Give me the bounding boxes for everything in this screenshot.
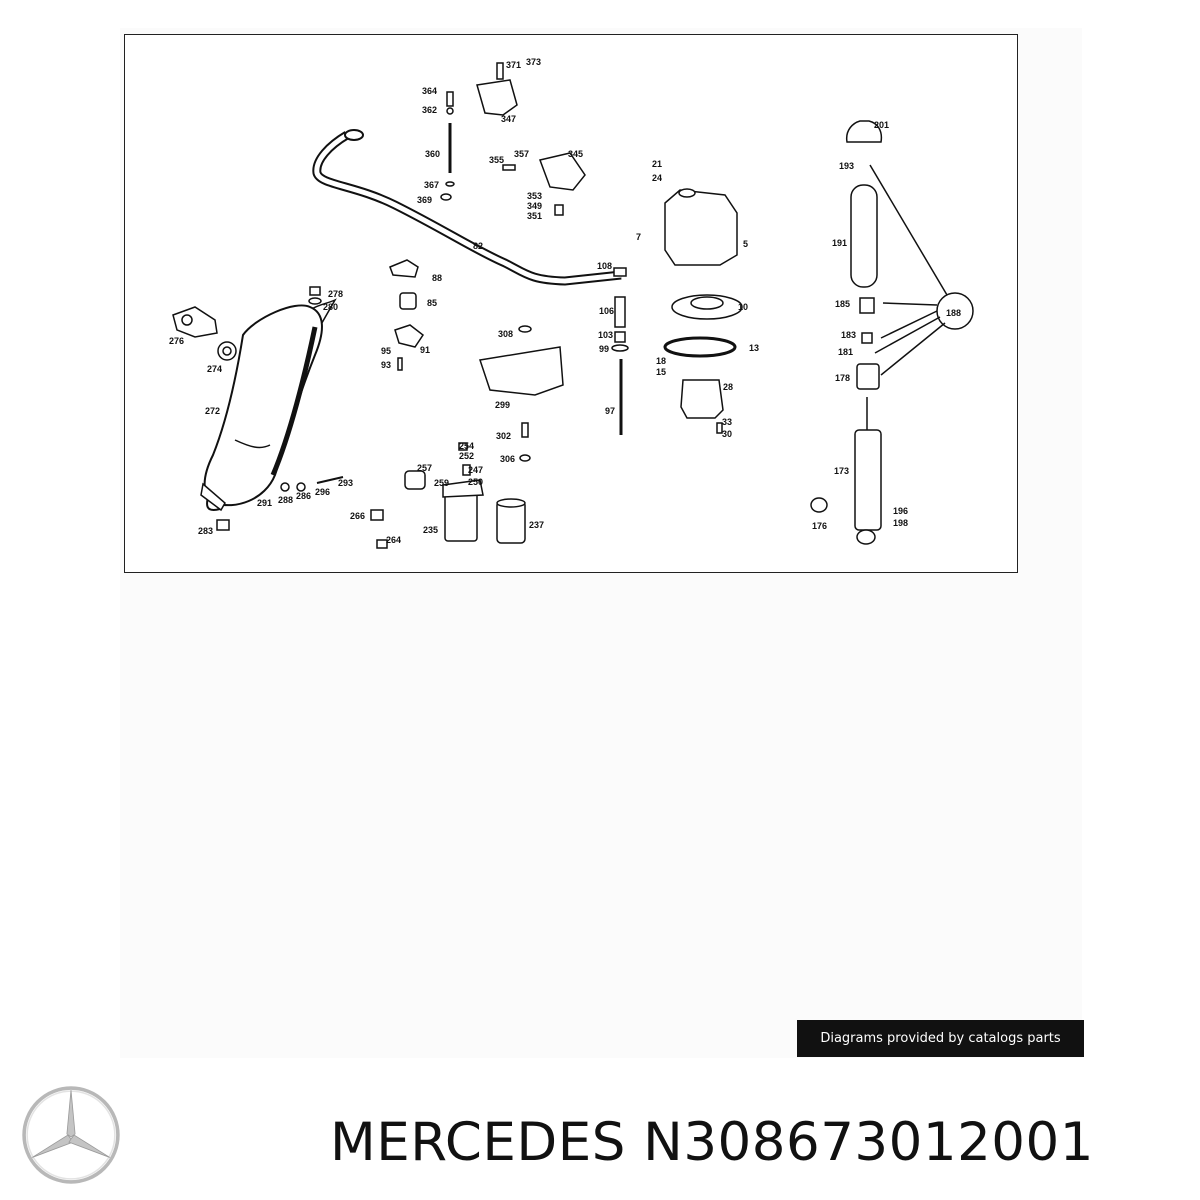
callout-label: 181: [838, 347, 853, 357]
callout-label: 351: [527, 211, 542, 221]
callout-label: 276: [169, 336, 184, 346]
callout-label: 13: [749, 343, 759, 353]
callout-label: 367: [424, 180, 439, 190]
callout-label: 291: [257, 498, 272, 508]
exploded-view-drawing: 371 373 364 362 347 360 355 357 345 367 …: [169, 57, 974, 549]
callout-label: 235: [423, 525, 438, 535]
callout-label: 274: [207, 364, 222, 374]
callout-label: 201: [874, 120, 889, 130]
callout-label: 360: [425, 149, 440, 159]
callout-label: 250: [468, 477, 483, 487]
callout-label: 257: [417, 463, 432, 473]
callout-label: 296: [315, 487, 330, 497]
callout-label: 237: [529, 520, 544, 530]
callout-label: 308: [498, 329, 513, 339]
callout-label: 302: [496, 431, 511, 441]
callout-label: 286: [296, 491, 311, 501]
callout-label: 345: [568, 149, 583, 159]
pump-shape: [172, 306, 237, 361]
callout-label: 108: [597, 261, 612, 271]
callout-label: 347: [501, 114, 516, 124]
callout-label: 106: [599, 306, 614, 316]
callout-label: 247: [468, 465, 483, 475]
callout-label: 191: [832, 238, 847, 248]
callout-label: 278: [328, 289, 343, 299]
mercedes-star-logo-icon: [22, 1086, 120, 1184]
callout-label: 280: [323, 302, 338, 312]
callout-label: 176: [812, 521, 827, 531]
callout-label: 349: [527, 201, 542, 211]
callout-label: 293: [338, 478, 353, 488]
callout-label: 193: [839, 161, 854, 171]
shock-absorber-shape: [810, 120, 974, 545]
callout-label: 355: [489, 155, 504, 165]
callout-label: 188: [946, 308, 961, 318]
filter-shape: [216, 442, 526, 549]
bolt-shape: [611, 267, 629, 435]
bracket-shape: [479, 325, 564, 462]
callout-label: 183: [841, 330, 856, 340]
callout-label: 18: [656, 356, 666, 366]
callout-labels: 371 373 364 362 347 360 355 357 345 367 …: [169, 57, 961, 545]
callout-label: 82: [473, 241, 483, 251]
callout-label: 353: [527, 191, 542, 201]
callout-label: 91: [420, 345, 430, 355]
callout-label: 178: [835, 373, 850, 383]
callout-label: 264: [386, 535, 401, 545]
spring-mount-shape: [663, 188, 743, 434]
callout-label: 252: [459, 451, 474, 461]
callout-label: 357: [514, 149, 529, 159]
callout-label: 283: [198, 526, 213, 536]
callout-label: 373: [526, 57, 541, 67]
callout-label: 306: [500, 454, 515, 464]
callout-label: 369: [417, 195, 432, 205]
callout-label: 364: [422, 86, 437, 96]
callout-label: 99: [599, 344, 609, 354]
callout-label: 362: [422, 105, 437, 115]
callout-label: 97: [605, 406, 615, 416]
diagram-credit-badge: Diagrams provided by catalogs parts: [797, 1020, 1084, 1057]
part-title: MERCEDES N308673012001: [330, 1112, 1094, 1173]
callout-label: 5: [743, 239, 748, 249]
callout-label: 103: [598, 330, 613, 340]
valve-shape: [440, 62, 586, 216]
callout-label: 15: [656, 367, 666, 377]
callout-label: 196: [893, 506, 908, 516]
callout-label: 254: [459, 441, 474, 451]
callout-label: 93: [381, 360, 391, 370]
callout-label: 21: [652, 159, 662, 169]
callout-label: 198: [893, 518, 908, 528]
callout-label: 85: [427, 298, 437, 308]
callout-label: 88: [432, 273, 442, 283]
callout-label: 259: [434, 478, 449, 488]
accumulator-shape: [200, 298, 337, 512]
callout-label: 33: [722, 417, 732, 427]
callout-label: 371: [506, 60, 521, 70]
callout-label: 173: [834, 466, 849, 476]
clamp-shape: [308, 259, 425, 371]
callout-label: 10: [738, 302, 748, 312]
callout-label: 272: [205, 406, 220, 416]
callout-label: 7: [636, 232, 641, 242]
callout-label: 288: [278, 495, 293, 505]
callout-label: 95: [381, 346, 391, 356]
callout-label: 30: [722, 429, 732, 439]
callout-label: 24: [652, 173, 662, 183]
callout-label: 185: [835, 299, 850, 309]
callout-label: 299: [495, 400, 510, 410]
parts-diagram: 371 373 364 362 347 360 355 357 345 367 …: [124, 34, 1018, 573]
callout-label: 28: [723, 382, 733, 392]
callout-label: 266: [350, 511, 365, 521]
stabilizer-bar-shape: [312, 129, 622, 286]
